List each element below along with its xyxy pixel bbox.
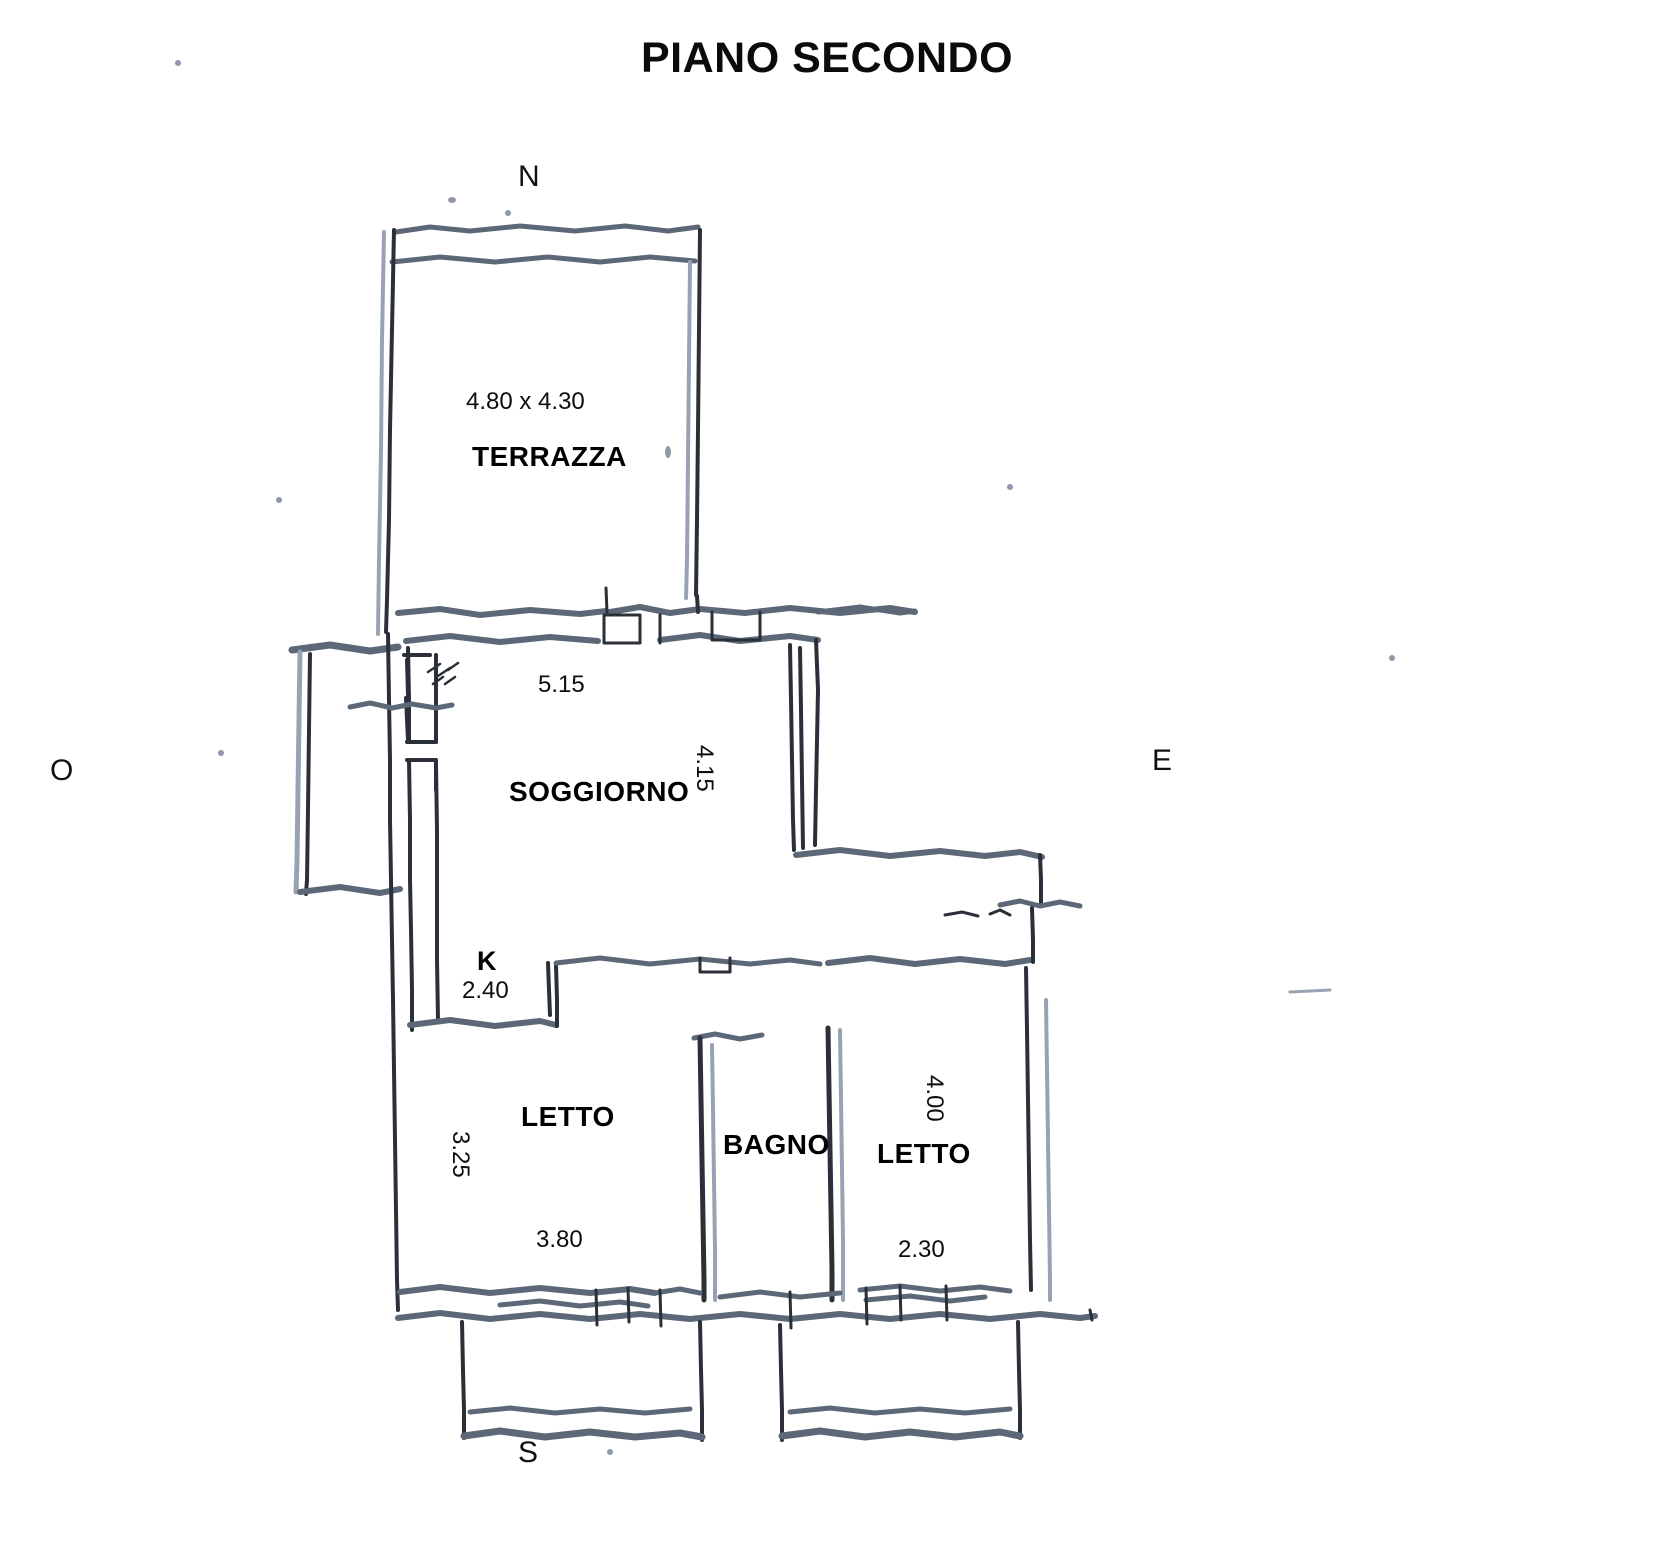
dimension-letto1-depth: 3.25 — [447, 1131, 474, 1178]
compass-east: E — [1152, 744, 1173, 777]
dimension-letto2-width: 2.30 — [898, 1236, 945, 1263]
dimension-soggiorno-depth: 4.15 — [691, 745, 718, 792]
compass-west: O — [50, 754, 74, 787]
dimension-kitchen-width: 2.40 — [462, 977, 509, 1004]
dimension-letto1-width: 3.80 — [536, 1226, 583, 1253]
dimension-terrazza: 4.80 x 4.30 — [466, 388, 585, 415]
room-label-kitchen: K — [477, 946, 497, 976]
dimension-soggiorno-width: 5.15 — [538, 671, 585, 698]
room-label-soggiorno: SOGGIORNO — [509, 776, 690, 807]
dimension-letto2-depth: 4.00 — [921, 1075, 948, 1122]
compass-south: S — [518, 1436, 539, 1469]
room-label-terrazza: TERRAZZA — [472, 441, 627, 472]
room-label-bagno: BAGNO — [723, 1129, 830, 1160]
page-title: PIANO SECONDO — [640, 34, 1014, 82]
compass-north: N — [518, 160, 540, 193]
room-label-letto-1: LETTO — [521, 1101, 615, 1132]
room-label-letto-2: LETTO — [877, 1138, 971, 1169]
